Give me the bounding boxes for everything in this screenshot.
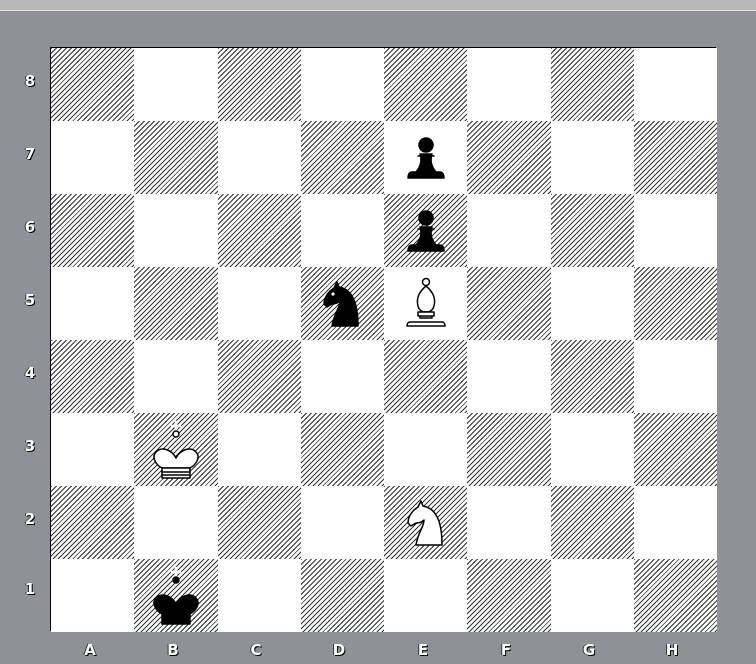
square-c1[interactable] (218, 559, 301, 632)
black-knight-icon[interactable]: .mark{fill:none;stroke:#fff;stroke-width… (301, 267, 384, 340)
square-d3[interactable] (301, 413, 384, 486)
square-e2[interactable]: .mark{fill:none;stroke:#000;stroke-width… (384, 486, 467, 559)
square-e5[interactable]: .mark{fill:none;stroke:#000;stroke-width… (384, 267, 467, 340)
square-a3[interactable] (51, 413, 134, 486)
white-bishop-icon[interactable]: .mark{fill:none;stroke:#000;stroke-width… (384, 267, 467, 340)
file-label-h: H (652, 641, 692, 659)
square-b2[interactable] (134, 486, 217, 559)
square-g2[interactable] (551, 486, 634, 559)
square-h5[interactable] (634, 267, 717, 340)
square-a5[interactable] (51, 267, 134, 340)
square-d2[interactable] (301, 486, 384, 559)
square-b7[interactable] (134, 121, 217, 194)
rank-label-1: 1 (16, 580, 44, 598)
white-king-icon[interactable]: .mark{fill:none;stroke:#000;stroke-width… (134, 413, 217, 486)
file-label-g: G (569, 641, 609, 659)
black-king-icon[interactable]: .mark{fill:none;stroke:#fff;stroke-width… (134, 559, 217, 632)
square-d5[interactable]: .mark{fill:none;stroke:#fff;stroke-width… (301, 267, 384, 340)
square-e1[interactable] (384, 559, 467, 632)
square-g5[interactable] (551, 267, 634, 340)
square-f5[interactable] (467, 267, 550, 340)
square-b4[interactable] (134, 340, 217, 413)
square-b1[interactable]: .mark{fill:none;stroke:#fff;stroke-width… (134, 559, 217, 632)
square-c5[interactable] (218, 267, 301, 340)
square-g6[interactable] (551, 194, 634, 267)
square-e4[interactable] (384, 340, 467, 413)
square-f1[interactable] (467, 559, 550, 632)
square-d7[interactable] (301, 121, 384, 194)
file-label-d: D (319, 641, 359, 659)
square-e7[interactable]: .mark{fill:none;stroke:#fff;stroke-width… (384, 121, 467, 194)
square-f4[interactable] (467, 340, 550, 413)
rank-label-6: 6 (16, 218, 44, 236)
rank-label-3: 3 (16, 437, 44, 455)
white-knight-icon[interactable]: .mark{fill:none;stroke:#000;stroke-width… (384, 486, 467, 559)
frame-top-bar (0, 0, 756, 10)
square-g1[interactable] (551, 559, 634, 632)
file-label-e: E (403, 641, 443, 659)
square-b8[interactable] (134, 48, 217, 121)
rank-label-8: 8 (16, 72, 44, 90)
square-c6[interactable] (218, 194, 301, 267)
file-label-b: B (153, 641, 193, 659)
square-c2[interactable] (218, 486, 301, 559)
square-e3[interactable] (384, 413, 467, 486)
rank-label-5: 5 (16, 291, 44, 309)
square-g7[interactable] (551, 121, 634, 194)
square-b6[interactable] (134, 194, 217, 267)
square-h8[interactable] (634, 48, 717, 121)
black-pawn-icon[interactable]: .mark{fill:none;stroke:#fff;stroke-width… (384, 121, 467, 194)
square-a2[interactable] (51, 486, 134, 559)
square-d8[interactable] (301, 48, 384, 121)
square-a8[interactable] (51, 48, 134, 121)
square-h2[interactable] (634, 486, 717, 559)
square-h7[interactable] (634, 121, 717, 194)
square-f2[interactable] (467, 486, 550, 559)
square-a7[interactable] (51, 121, 134, 194)
square-c3[interactable] (218, 413, 301, 486)
square-c4[interactable] (218, 340, 301, 413)
rank-label-4: 4 (16, 364, 44, 382)
square-a1[interactable] (51, 559, 134, 632)
square-a4[interactable] (51, 340, 134, 413)
square-c7[interactable] (218, 121, 301, 194)
black-pawn-icon[interactable]: .mark{fill:none;stroke:#fff;stroke-width… (384, 194, 467, 267)
square-a6[interactable] (51, 194, 134, 267)
square-d1[interactable] (301, 559, 384, 632)
file-label-f: F (486, 641, 526, 659)
square-d6[interactable] (301, 194, 384, 267)
rank-label-7: 7 (16, 145, 44, 163)
square-b5[interactable] (134, 267, 217, 340)
rank-label-2: 2 (16, 510, 44, 528)
square-e8[interactable] (384, 48, 467, 121)
square-d4[interactable] (301, 340, 384, 413)
square-h3[interactable] (634, 413, 717, 486)
square-g8[interactable] (551, 48, 634, 121)
square-h4[interactable] (634, 340, 717, 413)
file-label-c: C (236, 641, 276, 659)
square-c8[interactable] (218, 48, 301, 121)
square-f6[interactable] (467, 194, 550, 267)
chess-board: .mark{fill:none;stroke:#fff;stroke-width… (50, 47, 716, 631)
square-g3[interactable] (551, 413, 634, 486)
square-f8[interactable] (467, 48, 550, 121)
square-f7[interactable] (467, 121, 550, 194)
square-e6[interactable]: .mark{fill:none;stroke:#fff;stroke-width… (384, 194, 467, 267)
frame-top-highlight (0, 10, 756, 11)
square-h6[interactable] (634, 194, 717, 267)
square-b3[interactable]: .mark{fill:none;stroke:#000;stroke-width… (134, 413, 217, 486)
square-g4[interactable] (551, 340, 634, 413)
file-label-a: A (70, 641, 110, 659)
square-f3[interactable] (467, 413, 550, 486)
square-h1[interactable] (634, 559, 717, 632)
